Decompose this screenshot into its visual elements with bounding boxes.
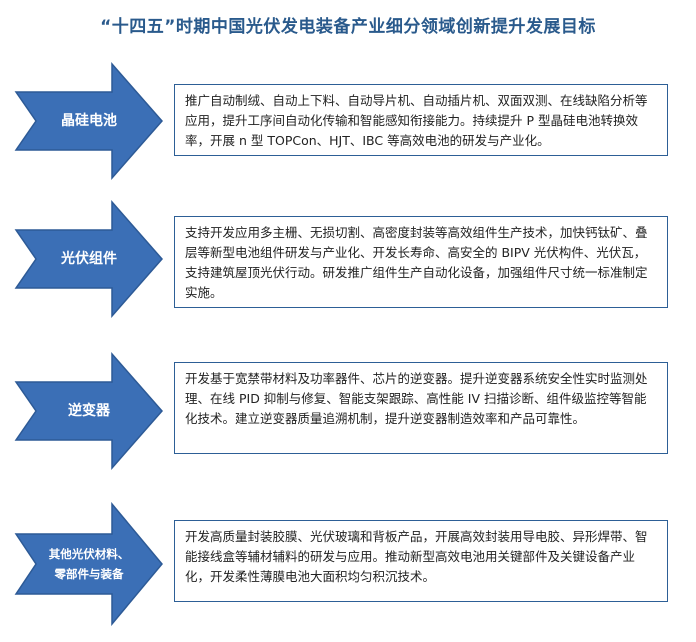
arrow-shape xyxy=(14,502,163,626)
arrow-crystalline-cell: 晶硅电池 xyxy=(14,62,164,180)
arrow-shape xyxy=(14,352,163,470)
description-box: 支持开发应用多主栅、无损切割、高密度封装等高效组件生产技术，加快钙钛矿、叠层等新… xyxy=(174,216,668,308)
description-box: 推广自动制绒、自动上下料、自动导片机、自动插片机、双面双测、在线缺陷分析等应用，… xyxy=(174,84,668,156)
arrow-label: 光伏组件 xyxy=(61,251,117,267)
arrow-other-materials: 其他光伏材料、 零部件与装备 xyxy=(14,502,164,626)
arrow-label: 其他光伏材料、 零部件与装备 xyxy=(48,547,130,581)
arrow-shape xyxy=(14,200,163,318)
arrow-label: 逆变器 xyxy=(68,403,110,419)
page-title: “十四五”时期中国光伏发电装备产业细分领域创新提升发展目标 xyxy=(100,17,596,37)
description-box: 开发高质量封装胶膜、光伏玻璃和背板产品，开展高效封装用导电胶、异形焊带、智能接线… xyxy=(174,520,668,602)
arrow-label: 晶硅电池 xyxy=(61,113,117,129)
arrow-inverter: 逆变器 xyxy=(14,352,164,470)
description-box: 开发基于宽禁带材料及功率器件、芯片的逆变器。提升逆变器系统安全性实时监测处理、在… xyxy=(174,362,668,454)
arrow-pv-module: 光伏组件 xyxy=(14,200,164,318)
arrow-shape xyxy=(14,62,163,180)
